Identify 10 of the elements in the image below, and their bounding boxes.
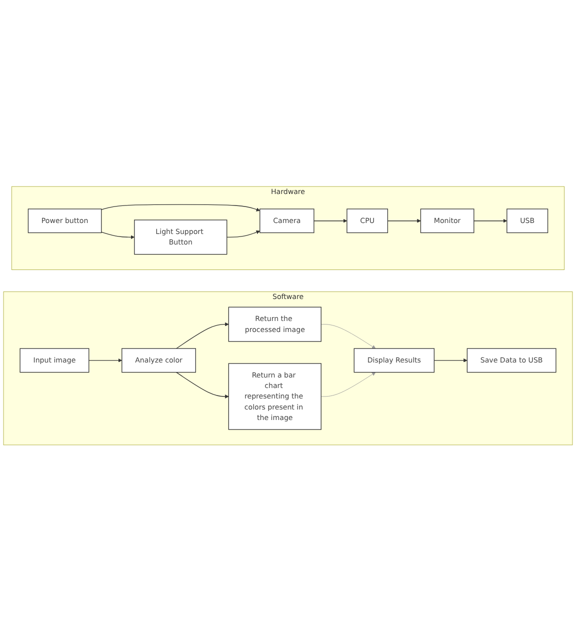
arrow <box>176 322 229 349</box>
arrow <box>434 358 468 362</box>
arrow <box>176 372 229 398</box>
arrow <box>474 218 508 223</box>
arrow <box>387 218 421 223</box>
arrow <box>88 358 122 362</box>
arrow <box>101 204 260 212</box>
arrow <box>101 232 135 239</box>
arrow <box>314 218 348 223</box>
arrow <box>226 230 260 238</box>
